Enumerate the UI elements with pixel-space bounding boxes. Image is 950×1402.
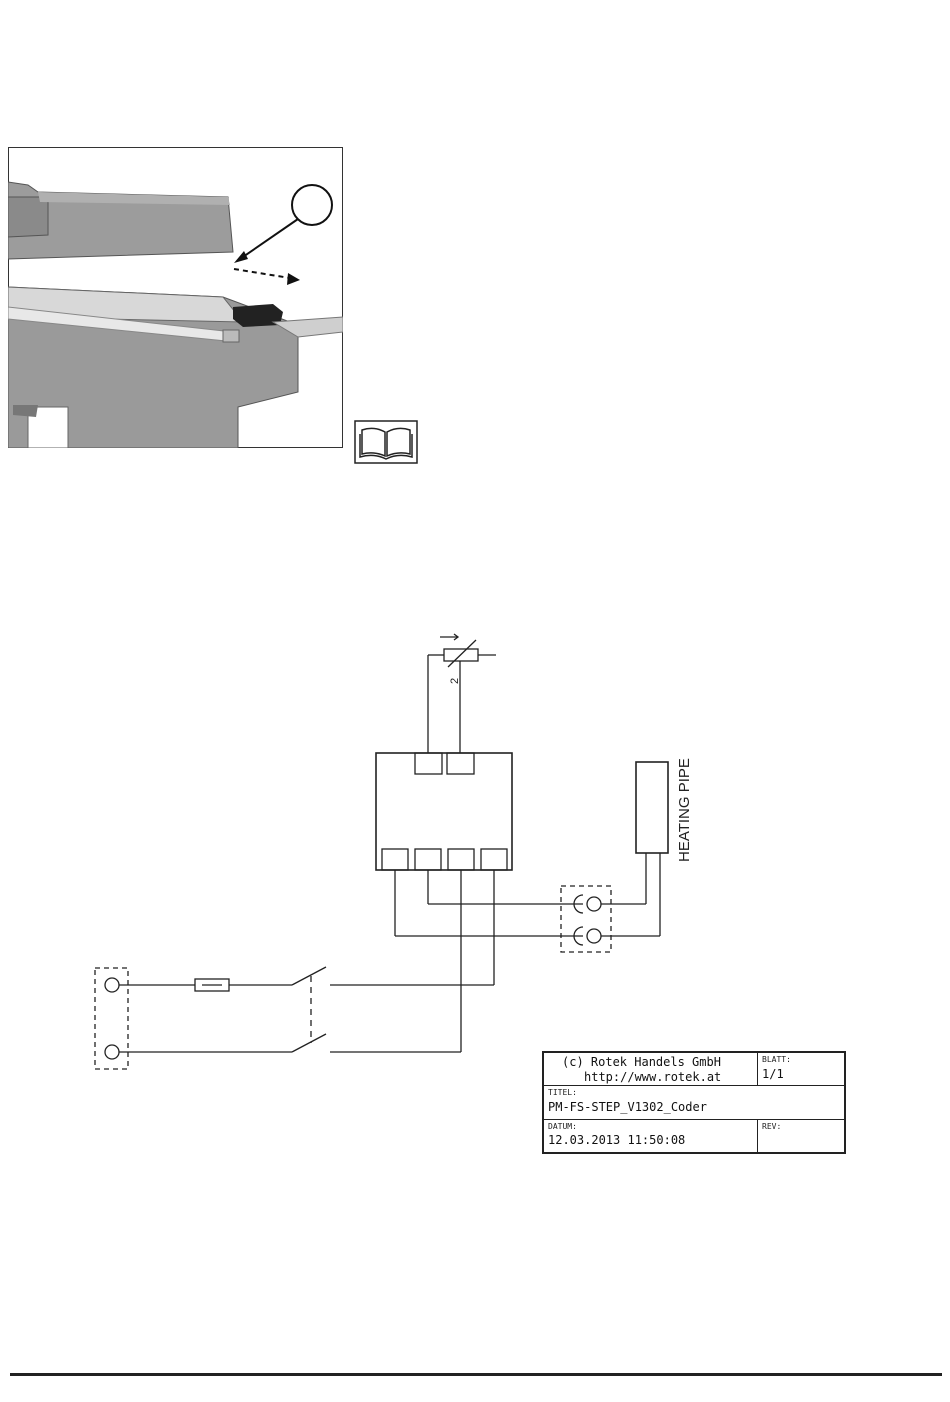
title-block-row-company: (c) Rotek Handels GmbH http://www.rotek.… [544, 1053, 844, 1086]
company-url: http://www.rotek.at [584, 1070, 721, 1084]
sheet-value: 1/1 [762, 1067, 784, 1081]
footer-rule [10, 1373, 942, 1376]
date-cell: DATUM: 12.03.2013 11:50:08 [544, 1120, 758, 1152]
company-cell: (c) Rotek Handels GmbH http://www.rotek.… [544, 1053, 758, 1085]
sheet-label: BLATT: [762, 1055, 791, 1064]
date-value: 12.03.2013 11:50:08 [548, 1133, 685, 1147]
title-block-row-date: DATUM: 12.03.2013 11:50:08 REV: [544, 1120, 844, 1152]
title-block-row-title: TITEL: PM-FS-STEP_V1302_Coder [544, 1086, 844, 1120]
title-block: (c) Rotek Handels GmbH http://www.rotek.… [542, 1051, 846, 1154]
rev-label: REV: [762, 1122, 781, 1131]
heating-pipe-label: HEATING PIPE [676, 758, 693, 862]
sheet-cell: BLATT: 1/1 [758, 1053, 844, 1085]
company-name: (c) Rotek Handels GmbH [562, 1055, 721, 1069]
manual-book-icon [354, 420, 418, 464]
rev-cell: REV: [758, 1120, 844, 1152]
title-label: TITEL: [548, 1088, 577, 1097]
title-value: PM-FS-STEP_V1302_Coder [548, 1100, 707, 1114]
date-label: DATUM: [548, 1122, 577, 1131]
wire-number-label: 2 [449, 678, 461, 684]
sealer-photo [8, 147, 343, 448]
